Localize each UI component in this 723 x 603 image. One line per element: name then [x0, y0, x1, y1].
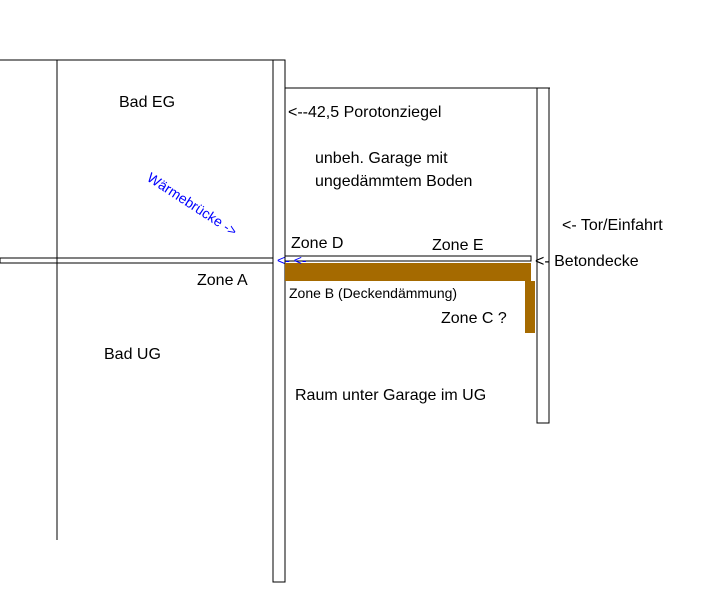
garage-right-wall [536, 87, 550, 424]
label-zone-e: Zone E [432, 237, 484, 254]
eg-floor-slab [0, 257, 274, 264]
zone-b-insulation [285, 263, 531, 281]
label-raum-unter-garage: Raum unter Garage im UG [295, 387, 486, 404]
label-porotonziegel: <--42,5 Porotonziegel [288, 104, 441, 121]
label-betondecke: <- Betondecke [535, 253, 639, 270]
structure-lines [0, 59, 550, 583]
label-waermebruecke: Wärmebrücke -> [144, 169, 240, 239]
insulation [285, 263, 535, 333]
label-zone-d: Zone D [291, 235, 343, 252]
label-garage-line2: ungedämmtem Boden [315, 173, 472, 190]
label-bad-eg: Bad EG [119, 94, 175, 111]
concrete-slab [284, 255, 532, 262]
label-tor-einfahrt: <- Tor/Einfahrt [562, 217, 663, 234]
poroton-wall [272, 59, 286, 583]
label-zone-a: Zone A [197, 272, 248, 289]
label-bad-ug: Bad UG [104, 346, 161, 363]
label-waermebruecke-arrow: <- <- [277, 252, 307, 268]
zone-c-insulation [525, 281, 535, 333]
label-garage-line1: unbeh. Garage mit [315, 150, 448, 167]
label-zone-c: Zone C ? [441, 310, 507, 327]
label-zone-b: Zone B (Deckendämmung) [289, 285, 457, 301]
